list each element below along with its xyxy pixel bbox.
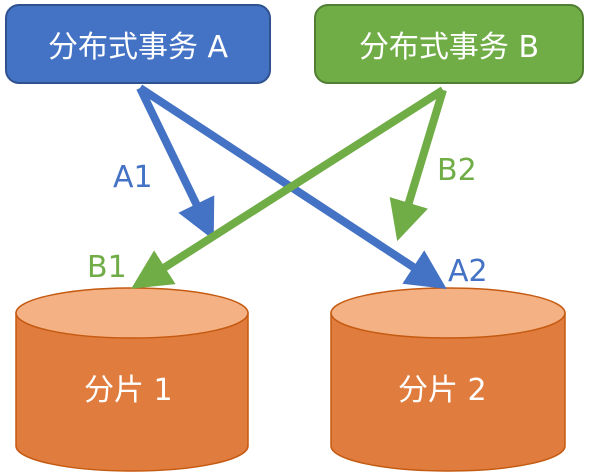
shard-2-cylinder: [330, 287, 566, 472]
arrow-b2: [389, 88, 447, 242]
arrow-a1-label: A1: [113, 160, 153, 195]
transaction-a-label: 分布式事务 A: [47, 30, 229, 65]
shard-2-label: 分片 2: [398, 373, 487, 408]
arrow-b1-label: B1: [87, 250, 127, 285]
arrow-a2: [137, 84, 447, 289]
arrow-b1: [131, 86, 446, 289]
transaction-b-box: 分布式事务 B: [314, 4, 584, 84]
transaction-b-label: 分布式事务 B: [358, 30, 540, 65]
shard-1-label: 分片 1: [84, 373, 173, 408]
transaction-a-box: 分布式事务 A: [5, 4, 271, 84]
arrow-a1: [136, 86, 215, 240]
shard-1-cylinder: [15, 287, 249, 472]
arrow-a2-label: A2: [448, 254, 488, 289]
arrow-b2-label: B2: [437, 153, 477, 188]
